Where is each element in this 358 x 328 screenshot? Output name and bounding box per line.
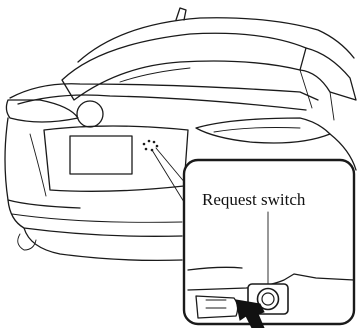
right-tail-light <box>196 118 330 143</box>
bumper-line <box>12 214 182 222</box>
plate-recess-inner <box>30 134 46 196</box>
side-window <box>300 48 356 100</box>
rear-bumper <box>8 200 182 236</box>
license-plate <box>70 136 132 174</box>
rear-wiper <box>120 68 190 82</box>
left-tail-light <box>6 100 78 122</box>
callout-label: Request switch <box>202 190 306 209</box>
switch-location-marker <box>143 140 159 152</box>
tailgate-top <box>18 95 306 110</box>
right-tail-light-detail <box>214 128 300 133</box>
roof-outline <box>78 18 354 62</box>
emblem <box>77 101 103 127</box>
roof-antenna <box>176 8 186 20</box>
lower-diffuser <box>24 228 182 260</box>
rear-body-side <box>5 118 80 208</box>
